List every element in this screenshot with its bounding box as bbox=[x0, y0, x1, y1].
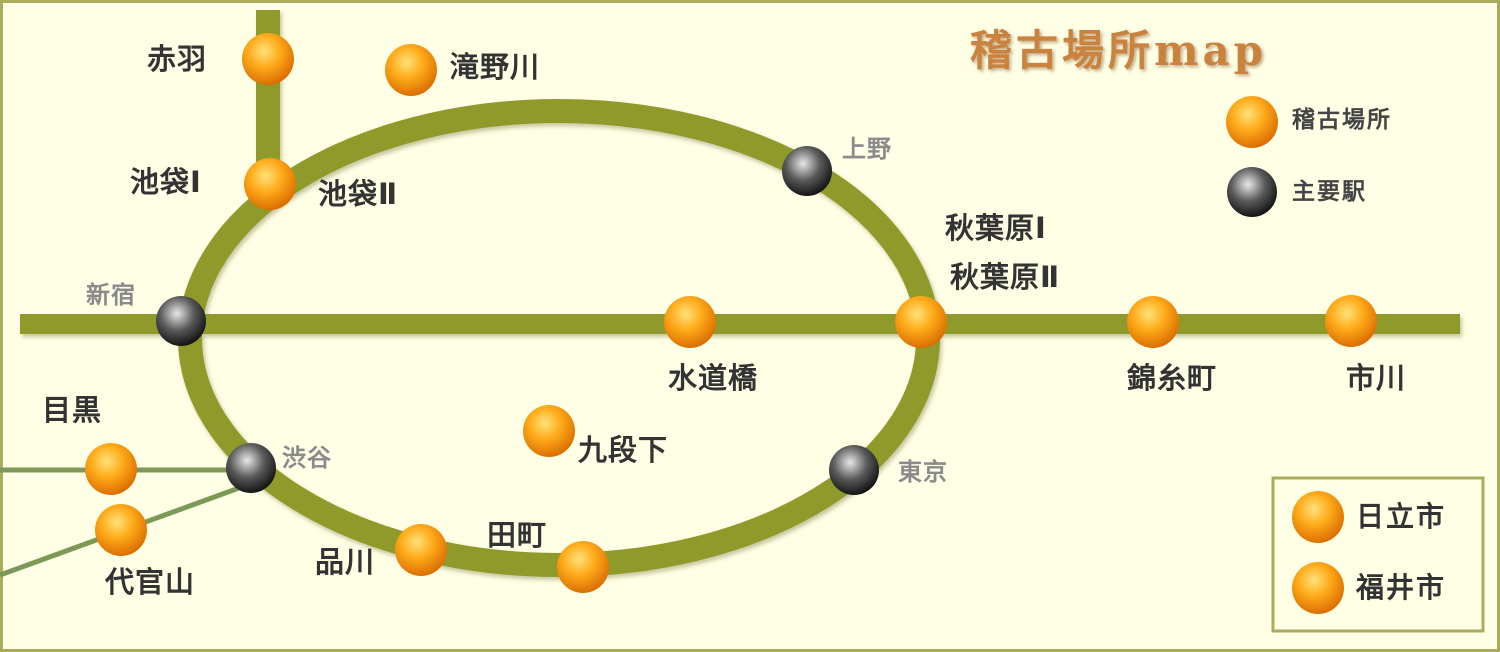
dojo-label-kudanshita[interactable]: 九段下 bbox=[578, 433, 669, 467]
station-label-tokyo: 東京 bbox=[898, 458, 948, 486]
dojo-marker-takinogawa bbox=[385, 44, 437, 96]
station-markers bbox=[156, 146, 1277, 495]
dojo-marker-kinshicho bbox=[1127, 296, 1179, 348]
city-label-fukui[interactable]: 福井市 bbox=[1356, 571, 1447, 604]
city-label-hitachi[interactable]: 日立市 bbox=[1356, 500, 1447, 533]
station-label-shibuya: 渋谷 bbox=[282, 444, 332, 472]
dojo-label-shinagawa[interactable]: 品川 bbox=[315, 545, 376, 579]
dojo-label-suidobashi[interactable]: 水道橋 bbox=[668, 361, 759, 395]
legend-dojo-label: 稽古場所 bbox=[1292, 107, 1392, 133]
city-marker-hitachi bbox=[1292, 491, 1344, 543]
dojo-label-meguro[interactable]: 目黒 bbox=[42, 393, 103, 427]
station-label-ueno: 上野 bbox=[842, 135, 892, 163]
dojo-label-ikebukuro-2[interactable]: 池袋Ⅱ bbox=[318, 177, 399, 211]
dojo-label-akihabara-1[interactable]: 秋葉原Ⅰ bbox=[945, 211, 1047, 245]
map-title: 稽古場所map bbox=[970, 26, 1268, 75]
station-marker-ueno bbox=[782, 146, 832, 196]
station-label-shinjuku: 新宿 bbox=[86, 281, 136, 309]
station-marker-shibuya bbox=[226, 443, 276, 493]
dojo-label-daikanyama[interactable]: 代官山 bbox=[105, 565, 196, 599]
dojo-label-akabane[interactable]: 赤羽 bbox=[147, 42, 208, 76]
dojo-label-kinshicho[interactable]: 錦糸町 bbox=[1127, 361, 1218, 395]
dojo-marker-shinagawa bbox=[395, 524, 447, 576]
legend-station-marker bbox=[1227, 167, 1277, 217]
other-cities-box bbox=[1271, 476, 1485, 633]
dojo-marker-ichikawa bbox=[1325, 295, 1377, 347]
dojo-label-ikebukuro-1[interactable]: 池袋Ⅰ bbox=[130, 165, 202, 199]
dojo-marker-ikebukuro bbox=[244, 158, 296, 210]
dojo-label-akihabara-2[interactable]: 秋葉原Ⅱ bbox=[950, 260, 1061, 294]
city-marker-fukui bbox=[1292, 562, 1344, 614]
legend-station-label: 主要駅 bbox=[1292, 179, 1367, 205]
dojo-marker-kudanshita bbox=[523, 405, 575, 457]
station-marker-shinjuku bbox=[156, 296, 206, 346]
dojo-label-ichikawa[interactable]: 市川 bbox=[1346, 361, 1407, 395]
dojo-label-tamachi[interactable]: 田町 bbox=[487, 518, 548, 552]
dojo-marker-akabane bbox=[242, 33, 294, 85]
dojo-marker-suidobashi bbox=[664, 296, 716, 348]
dojo-marker-daikanyama bbox=[95, 504, 147, 556]
dojo-label-takinogawa[interactable]: 滝野川 bbox=[450, 50, 541, 84]
dojo-markers bbox=[85, 33, 1377, 614]
dojo-marker-meguro bbox=[85, 443, 137, 495]
dojo-marker-tamachi bbox=[557, 541, 609, 593]
dojo-marker-akihabara bbox=[895, 296, 947, 348]
station-marker-tokyo bbox=[829, 445, 879, 495]
legend-dojo-marker bbox=[1226, 96, 1278, 148]
